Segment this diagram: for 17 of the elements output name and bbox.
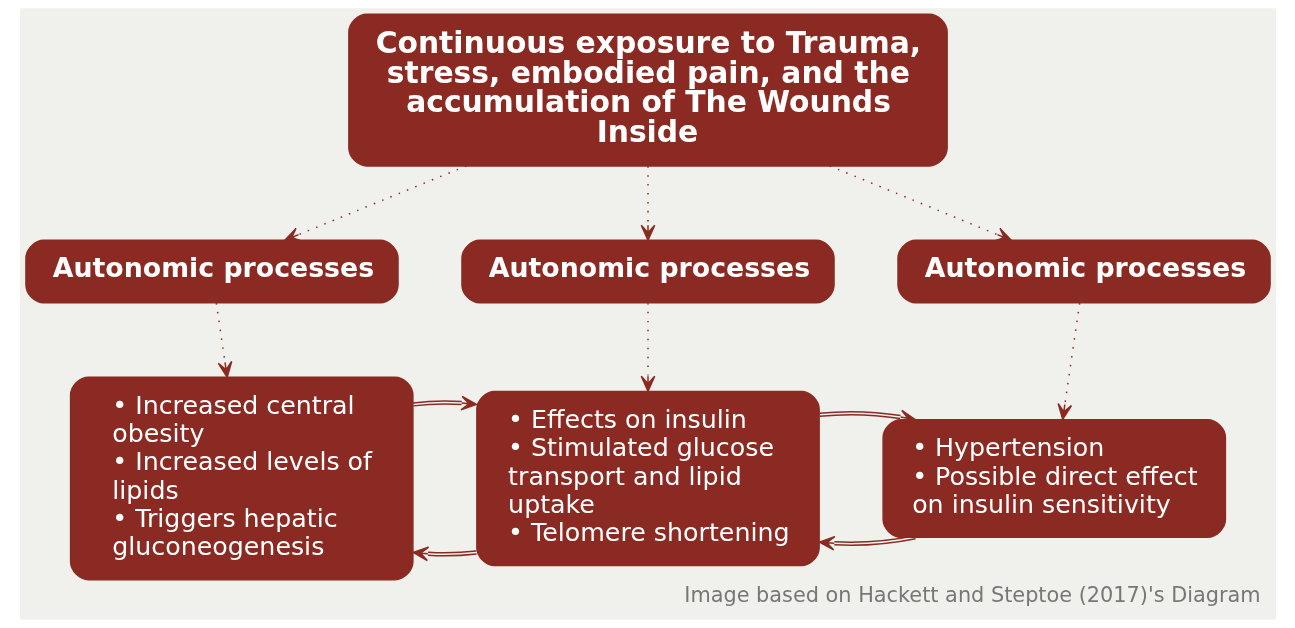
node-box: Autonomic processes (460, 239, 835, 304)
arrow (411, 395, 477, 411)
caption: Image based on Hackett and Steptoe (2017)'s Diagram (683, 583, 1261, 608)
arrow (640, 165, 655, 241)
arrow (411, 546, 477, 562)
node-box: Autonomic processes (24, 239, 399, 304)
node-box: • Hypertension • Possible direct effect on insulin sensitivity (881, 418, 1226, 538)
arrow (215, 302, 232, 378)
arrow (818, 535, 916, 551)
node-box: Continuous exposure to Trauma, stress, embodied pain, and the accumulation of The Wounds Inside (347, 13, 948, 167)
node-box: • Effects on insulin • Stimulated glucose transport and lipid uptake • Telomere shortening (475, 390, 820, 567)
arrow (283, 165, 467, 242)
arrow (828, 165, 1012, 242)
arrow (1056, 302, 1080, 421)
node-box: Autonomic processes (896, 239, 1271, 304)
node-box: • Increased central obesity • Increased levels of lipids • Triggers hepatic gluconeogenesis (69, 376, 414, 581)
arrow (640, 302, 655, 392)
